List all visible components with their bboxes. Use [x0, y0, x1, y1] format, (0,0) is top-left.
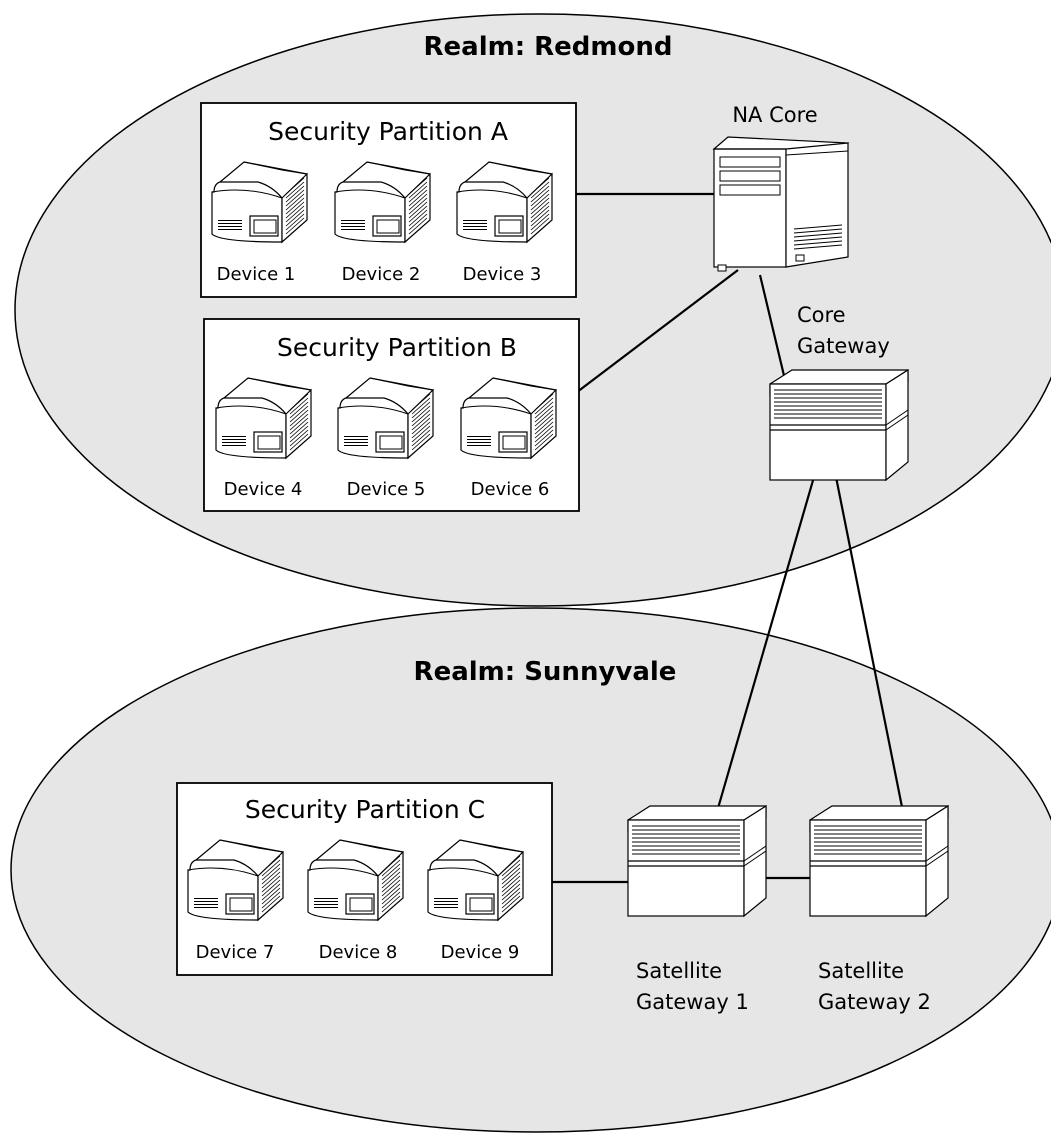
link-device6-nacore — [555, 269, 739, 409]
core-gateway-label-line1: Core — [797, 303, 846, 327]
device-6-label: Device 6 — [471, 479, 550, 500]
partition-c-label: Security Partition C — [245, 795, 485, 824]
connections — [522, 192, 907, 884]
core-gateway-icon — [769, 369, 909, 481]
security-partition-b: Security Partition B Device 4 Device 5 D… — [203, 318, 580, 512]
security-partition-a: Security Partition A Device 1 Device 2 D… — [200, 102, 577, 298]
security-partition-c: Security Partition C Device 7 Device 8 D… — [176, 782, 553, 976]
satellite-gateway-2-icon — [809, 805, 949, 917]
device-9-label: Device 9 — [441, 942, 520, 963]
satellite-gateway-1-label-line1: Satellite — [636, 959, 722, 983]
partition-a-label: Security Partition A — [268, 117, 508, 146]
link-coregateway-satgw2 — [833, 471, 907, 823]
device-3-label: Device 3 — [463, 264, 542, 285]
na-core-label: NA Core — [732, 103, 817, 127]
realm-sunnyvale-label: Realm: Sunnyvale — [414, 657, 677, 687]
device-7-label: Device 7 — [196, 942, 275, 963]
realm-redmond-label: Realm: Redmond — [424, 32, 673, 62]
partition-b-label: Security Partition B — [277, 333, 517, 362]
satellite-gateway-2-label-line2: Gateway 2 — [818, 990, 931, 1014]
device-2-label: Device 2 — [342, 264, 421, 285]
link-nacore-coregateway — [758, 274, 788, 385]
satellite-gateway-1-icon — [627, 805, 767, 917]
satellite-gateway-1-node: Satellite Gateway 1 — [627, 805, 767, 1014]
satellite-gateway-2-label-line1: Satellite — [818, 959, 904, 983]
device-1-label: Device 1 — [217, 264, 296, 285]
device-8-label: Device 8 — [319, 942, 398, 963]
device-5-label: Device 5 — [347, 479, 426, 500]
device-4-label: Device 4 — [224, 479, 303, 500]
na-core-node: NA Core — [713, 103, 849, 272]
core-gateway-node: Core Gateway — [769, 303, 909, 481]
satellite-gateway-1-label-line2: Gateway 1 — [636, 990, 749, 1014]
server-tower-icon — [713, 136, 849, 272]
satellite-gateway-2-node: Satellite Gateway 2 — [809, 805, 949, 1014]
link-coregateway-satgw1 — [712, 469, 818, 823]
core-gateway-label-line2: Gateway — [797, 334, 890, 358]
